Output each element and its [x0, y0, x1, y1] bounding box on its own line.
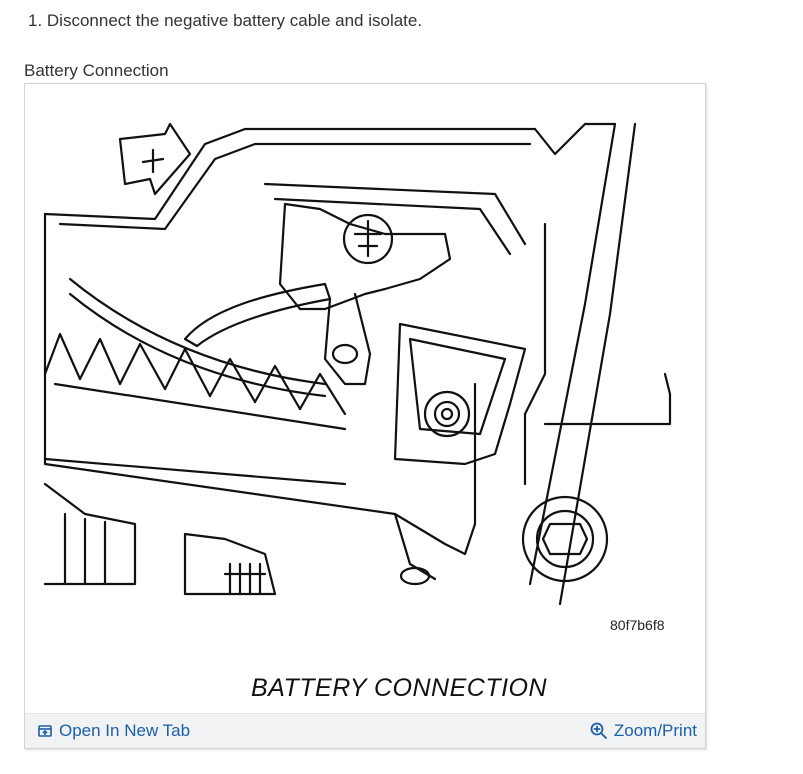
figure-container: 80f7b6f8 BATTERY CONNECTION Open In New …: [24, 83, 706, 749]
figure-image-code: 80f7b6f8: [610, 617, 665, 633]
figure-caption: Battery Connection: [24, 61, 169, 80]
open-new-tab-icon: [37, 723, 53, 739]
step-instruction: 1. Disconnect the negative battery cable…: [28, 11, 423, 30]
figure-image-title: BATTERY CONNECTION: [251, 674, 548, 702]
battery-connection-illustration: [43, 122, 672, 606]
zoom-icon: [590, 722, 608, 740]
open-in-new-tab-label: Open In New Tab: [59, 721, 191, 740]
figure-toolbar: Open In New Tab Zoom/Print: [25, 713, 705, 748]
zoom-print-button[interactable]: Zoom/Print: [590, 721, 697, 741]
open-in-new-tab-button[interactable]: Open In New Tab: [37, 721, 190, 741]
zoom-print-label: Zoom/Print: [613, 721, 697, 740]
